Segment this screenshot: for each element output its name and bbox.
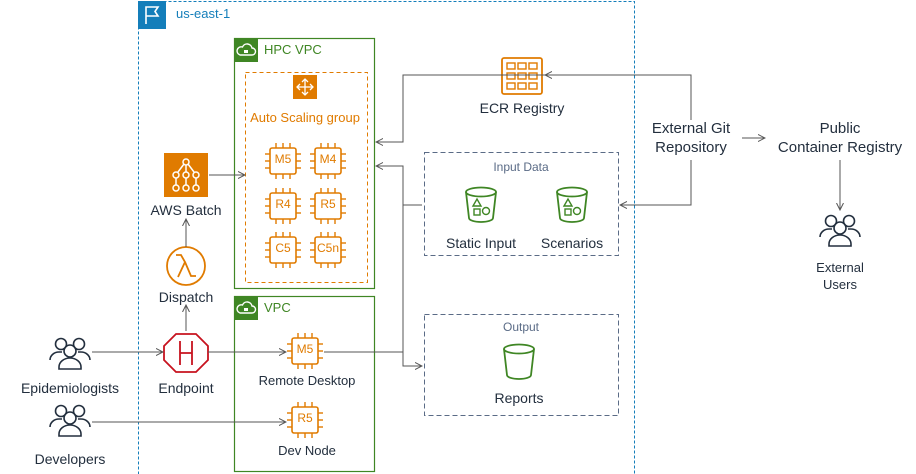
scenarios-bucket-icon: [556, 186, 588, 223]
output-label: Output: [502, 320, 540, 334]
external-users-label-line2: Users: [823, 277, 857, 292]
instance-c5n-label: C5n: [316, 241, 340, 255]
hpc-vpc-cloud-icon: [234, 38, 258, 62]
vpc-label: VPC: [264, 300, 291, 315]
lambda-icon: [166, 246, 206, 286]
asg-to-output-arrow: [376, 165, 422, 366]
instance-c5-label: C5: [275, 241, 291, 255]
instance-r4-label: R4: [275, 197, 291, 211]
auto-scaling-icon: [293, 75, 317, 99]
remote-desktop-chip-label: M5: [296, 342, 314, 356]
epidemiologists-users-icon: [49, 337, 91, 370]
remote-desktop-to-output-line: [324, 351, 404, 366]
auto-scaling-group-label: Auto Scaling group: [250, 110, 360, 125]
vpc-cloud-icon: [234, 296, 258, 320]
scenarios-label: Scenarios: [540, 235, 604, 251]
input-to-asg-arrow: [376, 166, 422, 206]
public-registry-label-line1: Public: [819, 120, 861, 137]
instance-r5-label: R5: [320, 197, 336, 211]
dev-node-chip-label: R5: [297, 411, 313, 425]
hpc-vpc-label: HPC VPC: [264, 42, 322, 57]
input-data-box: [424, 152, 619, 256]
ecr-registry-icon: [501, 57, 543, 95]
vpc-box: [233, 295, 376, 473]
static-input-label: Static Input: [445, 235, 517, 251]
git-to-asg-arrow: [376, 74, 692, 142]
instance-m5-label: M5: [274, 152, 292, 166]
instance-m4-label: M4: [319, 152, 337, 166]
auto-scaling-group-box: [245, 72, 368, 283]
git-to-input-arrow: [620, 160, 692, 205]
region-us-east-1-box: [138, 1, 635, 474]
api-endpoint-icon: [163, 333, 209, 373]
endpoint-label: Endpoint: [158, 380, 214, 396]
reports-label: Reports: [494, 390, 544, 406]
dev-node-label: Dev Node: [278, 443, 336, 458]
external-users-icon: [819, 214, 861, 247]
git-repo-label-line1: External Git: [651, 120, 731, 137]
input-data-label: Input Data: [493, 160, 549, 174]
aws-batch-label: AWS Batch: [150, 202, 222, 218]
dispatch-label: Dispatch: [158, 289, 214, 305]
external-users-label-line1: External: [816, 260, 864, 275]
aws-batch-icon: [164, 153, 208, 197]
static-input-bucket-icon: [465, 186, 497, 223]
remote-desktop-label: Remote Desktop: [258, 373, 356, 388]
output-box: [424, 314, 619, 416]
developers-users-icon: [49, 404, 91, 437]
region-flag-icon: [138, 1, 166, 29]
reports-bucket-icon: [503, 343, 535, 380]
ecr-registry-label: ECR Registry: [479, 100, 565, 116]
region-label: us-east-1: [176, 6, 231, 21]
hpc-vpc-box: [233, 37, 376, 290]
public-registry-label-line2: Container Registry: [777, 139, 903, 156]
developers-label: Developers: [34, 451, 106, 467]
git-repo-label-line2: Repository: [655, 139, 727, 156]
epidemiologists-label: Epidemiologists: [20, 380, 120, 396]
